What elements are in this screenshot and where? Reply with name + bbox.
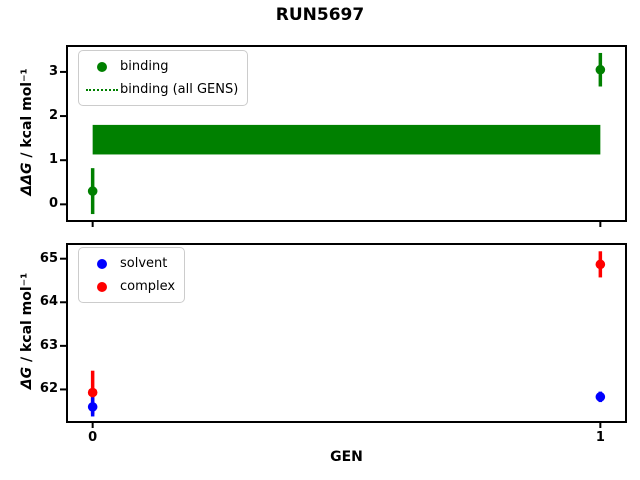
y-tick-label: 62 [39,381,58,397]
legend-label: solvent [120,256,168,271]
circle-marker-icon [97,281,107,292]
legend-label: binding (all GENS) [120,82,239,97]
x-tick-label: 0 [88,430,98,445]
xlabel: GEN [330,449,363,465]
legend-swatch [84,88,120,91]
y-tick-label: 64 [39,294,58,310]
legend-swatch [84,258,120,269]
legend-bottom: solvent complex [78,247,186,303]
legend-label: complex [120,279,176,294]
legend-swatch [84,281,120,292]
y-tick-label: 0 [48,196,58,212]
circle-marker-icon [97,258,107,269]
y-tick-label: 63 [39,337,58,353]
legend-item-binding: binding [84,56,238,77]
legend-item-binding-all-gens: binding (all GENS) [84,79,238,100]
dotted-line-icon [86,88,118,91]
y-tick-label: 3 [48,63,58,79]
figure-title: RUN5697 [275,5,365,25]
y-tick-label: 65 [39,250,58,266]
y-tick-label: 2 [48,108,58,124]
legend-swatch [84,61,120,72]
legend-item-solvent: solvent [84,253,175,274]
circle-marker-icon [97,61,107,72]
legend-label: binding [120,59,169,74]
x-tick-label: 1 [595,430,605,445]
legend-top: binding binding (all GENS) [78,50,249,106]
y-tick-label: 1 [48,152,58,168]
legend-item-complex: complex [84,276,175,297]
